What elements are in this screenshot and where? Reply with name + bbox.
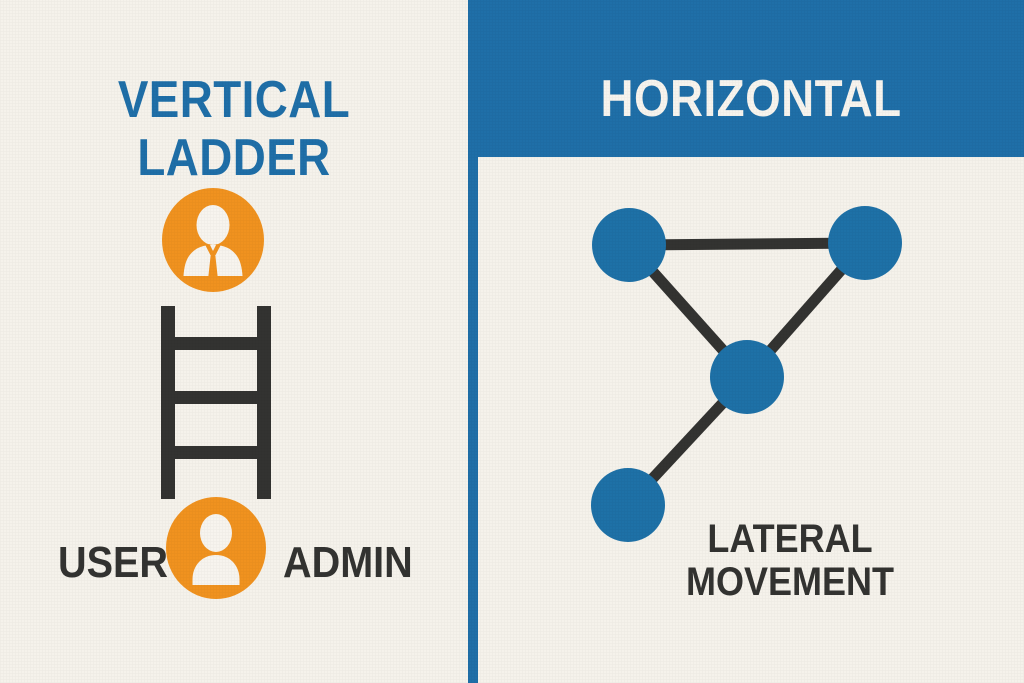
network-node [710,340,784,414]
panel-divider [468,0,478,683]
ladder-icon [150,296,285,501]
lateral-movement-caption: LATERAL MOVEMENT [640,518,940,604]
vertical-ladder-title: VERTICAL LADDER [0,71,468,187]
network-node [828,206,902,280]
horizontal-title: HORIZONTAL [600,69,902,128]
vertical-ladder-title-line-1: VERTICAL [117,70,351,129]
user-person-icon [165,497,267,599]
horizontal-header-band [478,0,1024,157]
admin-label: ADMIN [283,538,413,587]
network-nodes [591,206,902,542]
user-label: USER [58,538,169,587]
admin-person-icon [161,188,265,292]
lateral-movement-network-diagram [560,180,920,560]
network-node [591,468,665,542]
lateral-movement-caption-line-2: MOVEMENT [685,560,895,604]
lateral-movement-caption-line-1: LATERAL [707,517,873,561]
network-edge [628,237,866,251]
vertical-ladder-title-line-2: LADDER [137,128,331,187]
network-node [592,208,666,282]
